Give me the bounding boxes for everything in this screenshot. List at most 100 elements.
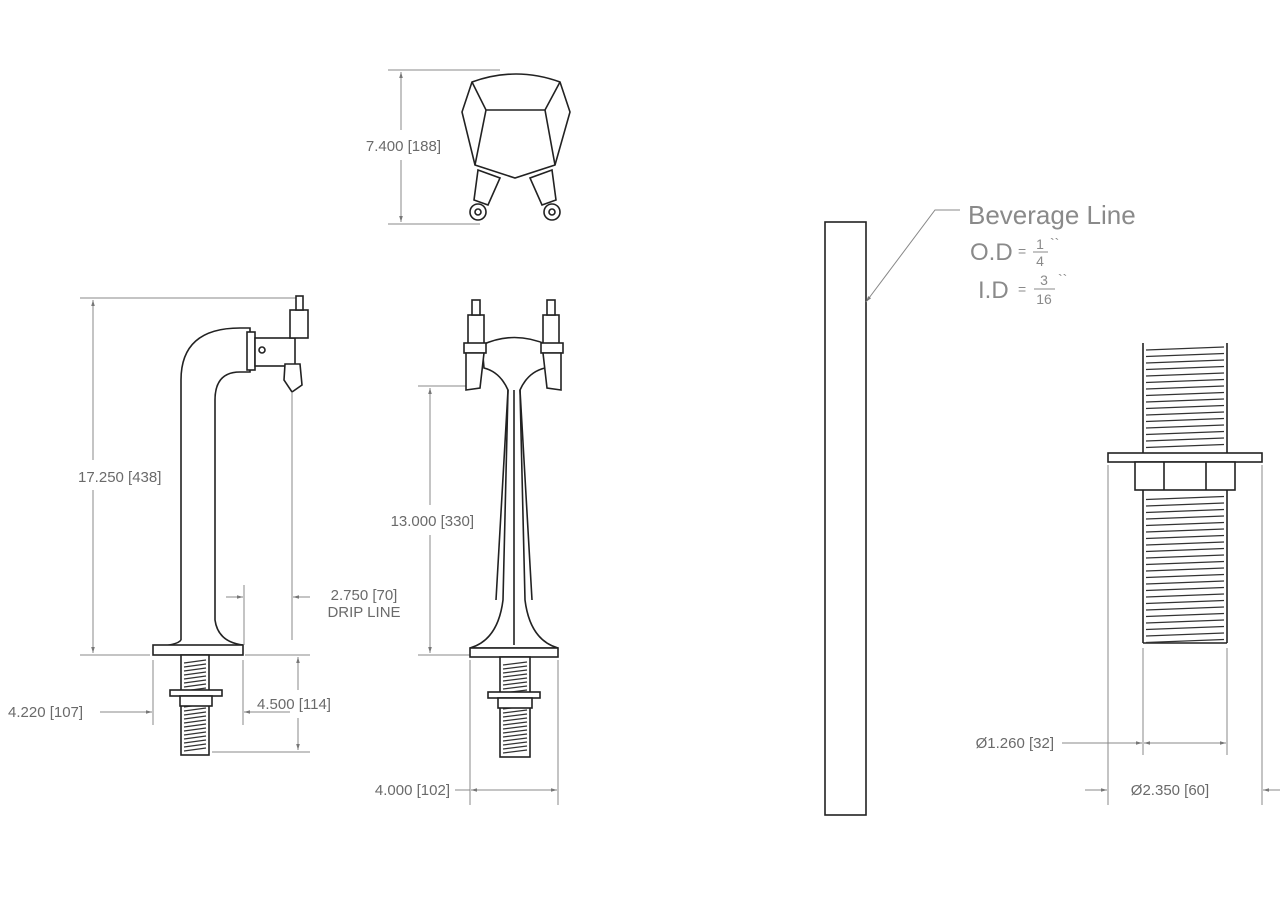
thread-line	[1145, 411, 1225, 416]
thread-line	[502, 665, 528, 670]
thread-line	[1145, 534, 1225, 540]
thread-line	[1145, 404, 1225, 410]
thread-line	[1145, 528, 1225, 533]
shank-inner-dim: Ø1.260 [32]	[976, 735, 1054, 752]
thread-line	[1145, 619, 1225, 624]
thread-line	[183, 667, 207, 672]
thread-line	[502, 709, 528, 714]
id-numerator: 3	[1040, 272, 1048, 288]
shank-washer	[1107, 452, 1263, 463]
thread-line	[1145, 521, 1225, 527]
thread-line	[183, 675, 207, 680]
thread-line	[502, 745, 528, 750]
thread-line	[502, 661, 528, 666]
side-base-dim: 4.220 [107]	[8, 704, 83, 721]
thread-line	[1145, 391, 1225, 397]
tap-top-right	[528, 168, 561, 221]
front-view: 13.000 [330] 4.000 [102]	[375, 299, 564, 805]
od-equals: =	[1018, 243, 1026, 259]
front-height-dim: 13.000 [330]	[391, 513, 474, 530]
thread-line	[1145, 625, 1225, 631]
thread-line	[1145, 586, 1225, 592]
thread-line	[1145, 359, 1225, 364]
od-inch-mark: ``	[1050, 235, 1059, 251]
thread-line	[183, 735, 207, 740]
thread-line	[502, 749, 528, 754]
beverage-line-tube	[824, 221, 867, 816]
thread-line	[1145, 567, 1225, 572]
shank-dim: 4.500 [114]	[257, 696, 331, 713]
thread-line	[183, 723, 207, 728]
thread-line	[502, 673, 528, 678]
thread-line	[1145, 554, 1225, 559]
side-base	[152, 644, 244, 656]
tower-head-top	[461, 73, 571, 179]
thread-line	[1145, 547, 1225, 553]
thread-line	[183, 731, 207, 736]
thread-line	[183, 743, 207, 748]
thread-line	[183, 739, 207, 744]
thread-line	[1145, 385, 1225, 390]
thread-line	[1145, 417, 1225, 423]
thread-line	[1145, 612, 1225, 618]
thread-line	[1145, 599, 1225, 605]
beverage-line-title: Beverage Line	[968, 200, 1136, 230]
thread-line	[1145, 424, 1225, 429]
top-height-dim: 7.400 [188]	[366, 138, 441, 155]
thread-line	[1145, 515, 1225, 520]
shank-nut	[1134, 461, 1236, 491]
thread-line	[1145, 632, 1225, 637]
thread-line	[183, 719, 207, 724]
thread-line	[1145, 502, 1225, 507]
thread-line	[502, 729, 528, 734]
thread-line	[183, 715, 207, 720]
thread-line	[1145, 560, 1225, 566]
thread-line	[1145, 541, 1225, 546]
thread-line	[1145, 495, 1225, 501]
thread-line	[1145, 638, 1225, 644]
id-inch-mark: ``	[1058, 271, 1067, 287]
tap-front-right	[540, 299, 564, 391]
thread-line	[1145, 378, 1225, 384]
thread-line	[1145, 372, 1225, 377]
drip-dim: 2.750 [70]	[331, 587, 398, 604]
shank-detail: Ø1.260 [32] Ø2.350 [60]	[976, 343, 1280, 805]
thread-line	[1145, 508, 1225, 514]
side-height-dim: 17.250 [438]	[78, 469, 161, 486]
thread-line	[502, 685, 528, 690]
thread-line	[183, 679, 207, 684]
shank-outer-dim: Ø2.350 [60]	[1131, 782, 1209, 799]
thread-line	[502, 677, 528, 682]
id-denominator: 16	[1036, 291, 1052, 307]
thread-line	[183, 671, 207, 676]
thread-line	[502, 669, 528, 674]
thread-line	[502, 733, 528, 738]
thread-line	[502, 717, 528, 722]
thread-line	[1145, 573, 1225, 579]
thread-line	[1145, 346, 1225, 351]
thread-line	[502, 725, 528, 730]
thread-line	[183, 747, 207, 752]
tap-front-left	[463, 299, 487, 391]
beverage-line-view: Beverage Line O.D = 1 4 `` I.D = 3 16 ``	[824, 200, 1136, 816]
front-base-dim: 4.000 [102]	[375, 782, 450, 799]
thread-line	[1145, 606, 1225, 611]
thread-line	[183, 683, 207, 688]
thread-line	[1145, 443, 1225, 449]
thread-line	[1145, 580, 1225, 585]
front-base	[469, 647, 559, 658]
thread-line	[1145, 365, 1225, 371]
top-view: 7.400 [188]	[366, 69, 571, 225]
thread-line	[502, 721, 528, 726]
thread-line	[1145, 593, 1225, 598]
thread-line	[1145, 352, 1225, 358]
thread-line	[183, 663, 207, 668]
side-view: 17.250 [438] 2.750 [70] DRIP LINE 4.220 …	[8, 295, 401, 756]
thread-line	[1145, 398, 1225, 403]
thread-line	[502, 741, 528, 746]
id-label: I.D	[978, 277, 1009, 304]
thread-line	[502, 681, 528, 686]
od-label: O.D	[970, 239, 1013, 266]
thread-line	[1145, 430, 1225, 436]
